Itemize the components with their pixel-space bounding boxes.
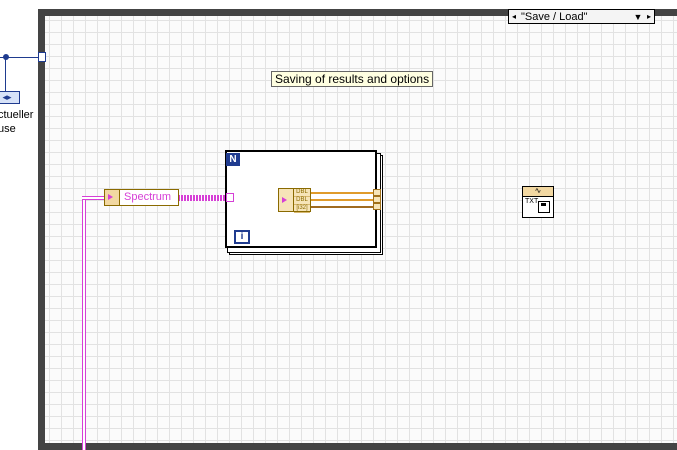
chevron-down-icon[interactable]: ▼ xyxy=(633,11,643,22)
loop-count-terminal[interactable]: N xyxy=(226,153,240,166)
next-case-icon[interactable]: ▸ xyxy=(646,12,651,21)
case-selector[interactable]: ◂ "Save / Load" ▼ ▸ xyxy=(508,9,655,24)
loop-output-tunnel[interactable] xyxy=(373,189,381,196)
array-wire-vertical[interactable] xyxy=(82,197,86,450)
spectrum-label: Spectrum xyxy=(124,191,172,203)
control-label: ctueller use xyxy=(0,109,34,135)
case-selector-value[interactable]: "Save / Load" xyxy=(521,10,588,23)
blue-wire xyxy=(0,57,40,58)
iteration-terminal[interactable]: i xyxy=(234,230,250,244)
wire-junction xyxy=(3,54,9,60)
waveform-icon: ∿ xyxy=(523,187,553,197)
case-input-tunnel[interactable] xyxy=(38,52,46,62)
loop-output-tunnel[interactable] xyxy=(373,203,381,210)
previous-case-icon[interactable]: ◂ xyxy=(511,12,516,21)
loop-input-tunnel[interactable] xyxy=(226,193,234,202)
unbundle-output: [i32] xyxy=(294,205,310,213)
file-node-label: TXT xyxy=(525,198,539,205)
floppy-disk-icon xyxy=(538,201,550,213)
blue-wire-vertical xyxy=(5,57,6,91)
free-label-comment[interactable]: Saving of results and options xyxy=(271,71,434,87)
spectrum-local-variable[interactable]: Spectrum xyxy=(104,189,179,206)
unbundle-output: DBL xyxy=(294,197,310,205)
enum-control-icon[interactable]: ◂▸ xyxy=(0,91,20,104)
unbundle-input-icon xyxy=(279,189,294,211)
array-wire-horizontal[interactable] xyxy=(82,196,106,200)
unbundle-outputs: DBL DBL [i32] xyxy=(294,189,310,213)
numeric-wire[interactable] xyxy=(311,199,373,201)
unbundle-node[interactable]: DBL DBL [i32] xyxy=(278,188,311,213)
unbundle-output: DBL xyxy=(294,189,310,197)
write-text-file-node[interactable]: ∿ TXT xyxy=(522,186,554,218)
loop-output-tunnel[interactable] xyxy=(373,196,381,203)
array-wire-2d[interactable] xyxy=(178,195,226,201)
integer-array-wire[interactable] xyxy=(311,206,373,208)
local-variable-arrow-icon xyxy=(105,190,120,205)
numeric-wire[interactable] xyxy=(311,192,373,194)
